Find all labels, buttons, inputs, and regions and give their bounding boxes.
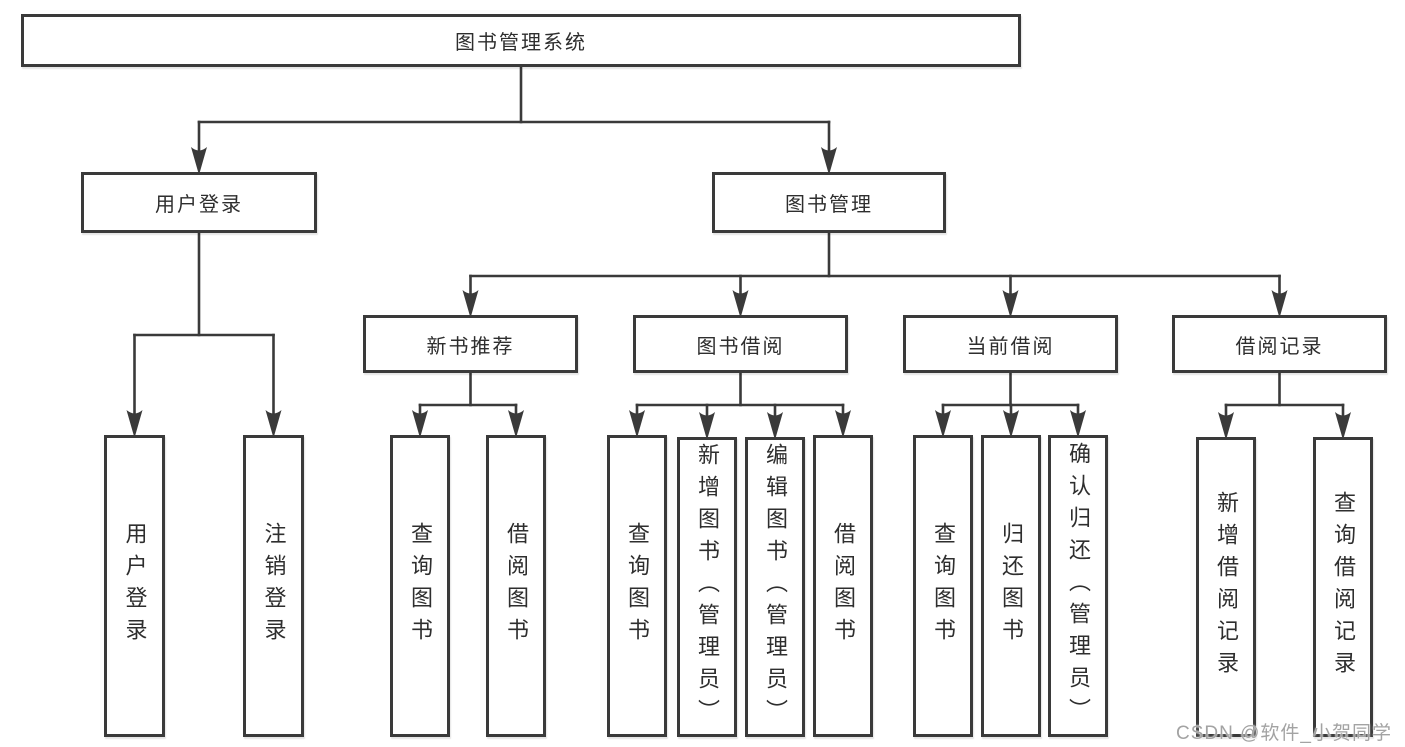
node-rec-query-book-box: 查询图书 — [390, 435, 450, 737]
arrowhead — [1070, 410, 1086, 438]
node-root-box: 图书管理系统 — [21, 14, 1021, 67]
node-label: 查询借阅记录 — [1331, 491, 1356, 683]
node-label: 新书推荐 — [426, 335, 515, 358]
arrowhead — [629, 410, 645, 438]
node-login-box: 用户登录 — [104, 435, 165, 737]
node-cb-query-book-box: 查询图书 — [913, 435, 973, 737]
node-book-borrow-box: 图书借阅 — [633, 315, 848, 373]
node-bb-add-book-box: 新增图书（管理员） — [677, 437, 737, 737]
node-label: 借阅图书 — [831, 522, 856, 650]
node-label: 注销登录 — [261, 522, 287, 650]
node-user-login-group-box: 用户登录 — [81, 172, 317, 233]
node-cb-confirm-return-box: 确认归还（管理员） — [1048, 435, 1108, 737]
node-bb-edit-book-box: 编辑图书（管理员） — [745, 437, 805, 737]
arrowhead — [462, 290, 479, 318]
arrowhead — [191, 147, 207, 175]
node-borrow-records-box: 借阅记录 — [1172, 315, 1387, 373]
node-label: 新增借阅记录 — [1214, 491, 1239, 683]
node-current-borrow-box: 当前借阅 — [903, 315, 1118, 373]
node-br-add-record-box: 新增借阅记录 — [1196, 437, 1256, 737]
node-label: 查询图书 — [931, 522, 956, 650]
node-label: 图书管理 — [785, 194, 873, 216]
node-label: 图书借阅 — [696, 335, 785, 358]
node-logout-box: 注销登录 — [243, 435, 304, 737]
node-book-mgmt-box: 图书管理 — [712, 172, 946, 233]
node-rec-borrow-book-box: 借阅图书 — [486, 435, 546, 737]
node-label: 编辑图书（管理员） — [763, 443, 788, 731]
arrowhead — [412, 410, 428, 438]
node-cb-return-book-box: 归还图书 — [981, 435, 1041, 737]
arrowhead — [1002, 290, 1019, 318]
arrowhead — [821, 147, 837, 175]
node-label: 查询图书 — [408, 522, 433, 650]
arrowhead — [767, 412, 783, 440]
arrowhead — [1335, 412, 1351, 440]
node-label: 借阅图书 — [504, 522, 529, 650]
node-bb-query-book-box: 查询图书 — [607, 435, 667, 737]
arrowhead — [508, 410, 524, 438]
node-label: 查询图书 — [625, 522, 650, 650]
arrowhead — [265, 410, 282, 438]
node-new-book-rec-box: 新书推荐 — [363, 315, 578, 373]
node-label: 用户登录 — [155, 194, 243, 216]
node-br-query-record-box: 查询借阅记录 — [1313, 437, 1373, 737]
node-label: 图书管理系统 — [455, 32, 587, 54]
arrowhead — [126, 410, 143, 438]
node-label: 用户登录 — [122, 522, 148, 650]
node-label: 新增图书（管理员） — [695, 443, 720, 731]
arrowhead — [1218, 412, 1234, 440]
arrowhead — [732, 290, 749, 318]
arrowhead — [935, 410, 951, 438]
arrowhead — [835, 410, 851, 438]
arrowhead — [1003, 410, 1019, 438]
arrowhead — [1271, 290, 1288, 318]
node-label: 当前借阅 — [966, 335, 1055, 358]
node-label: 借阅记录 — [1235, 335, 1324, 358]
watermark: CSDN @软件_小贺同学 — [1176, 723, 1392, 744]
arrowhead — [699, 412, 715, 440]
node-label: 归还图书 — [999, 522, 1024, 650]
node-label: 确认归还（管理员） — [1066, 442, 1091, 730]
node-bb-borrow-book-box: 借阅图书 — [813, 435, 873, 737]
